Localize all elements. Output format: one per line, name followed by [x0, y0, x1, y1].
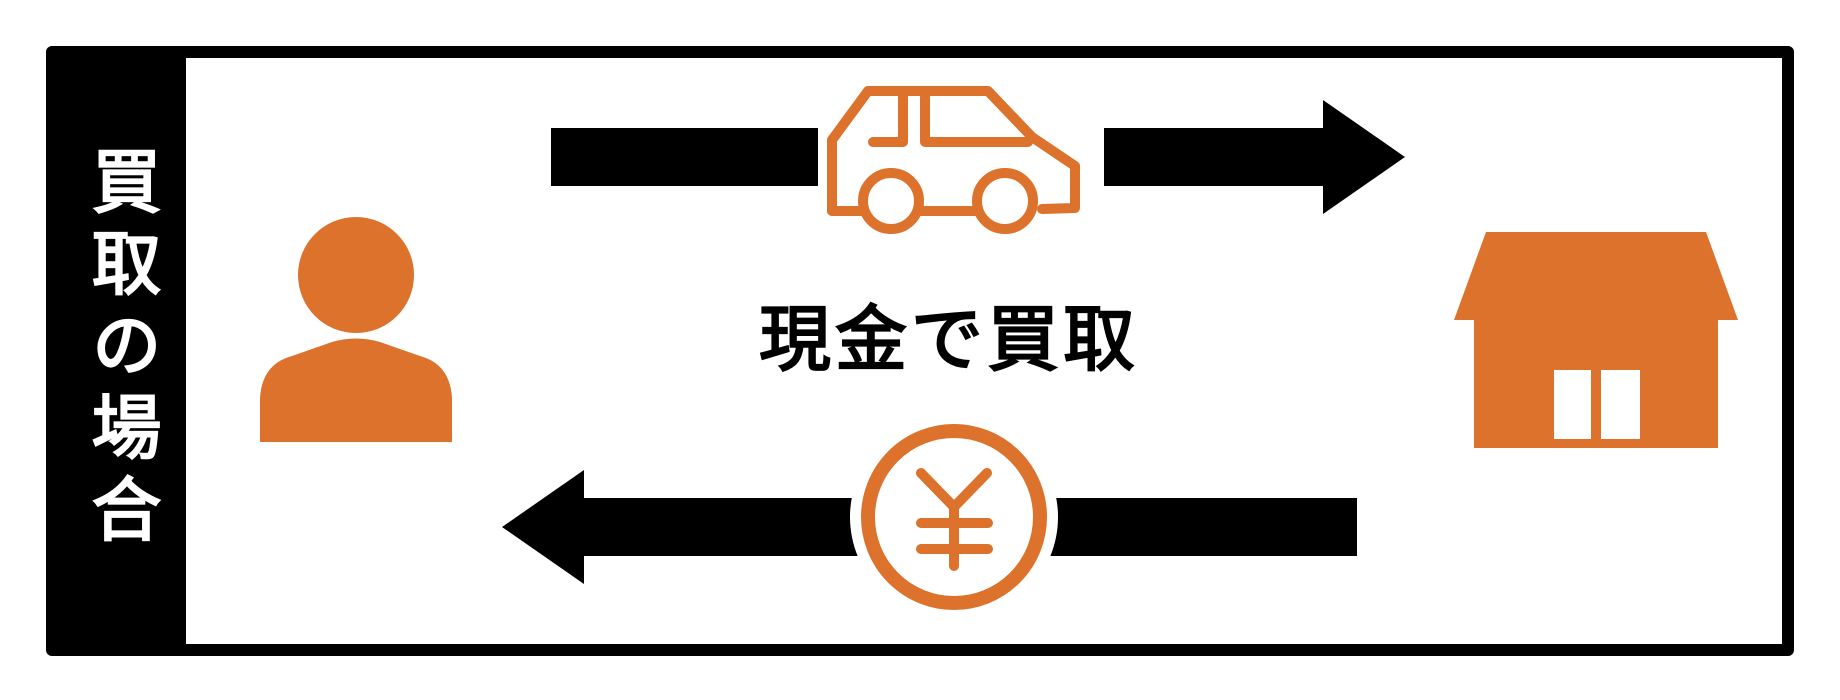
shop-icon	[1454, 232, 1738, 448]
center-label: 現金で買取	[759, 298, 1139, 382]
side-label: 買取の場合	[80, 145, 162, 555]
car-icon	[818, 82, 1104, 234]
arrow-left	[502, 470, 1357, 584]
yen-coin-icon	[850, 413, 1058, 621]
person-icon	[260, 217, 452, 442]
